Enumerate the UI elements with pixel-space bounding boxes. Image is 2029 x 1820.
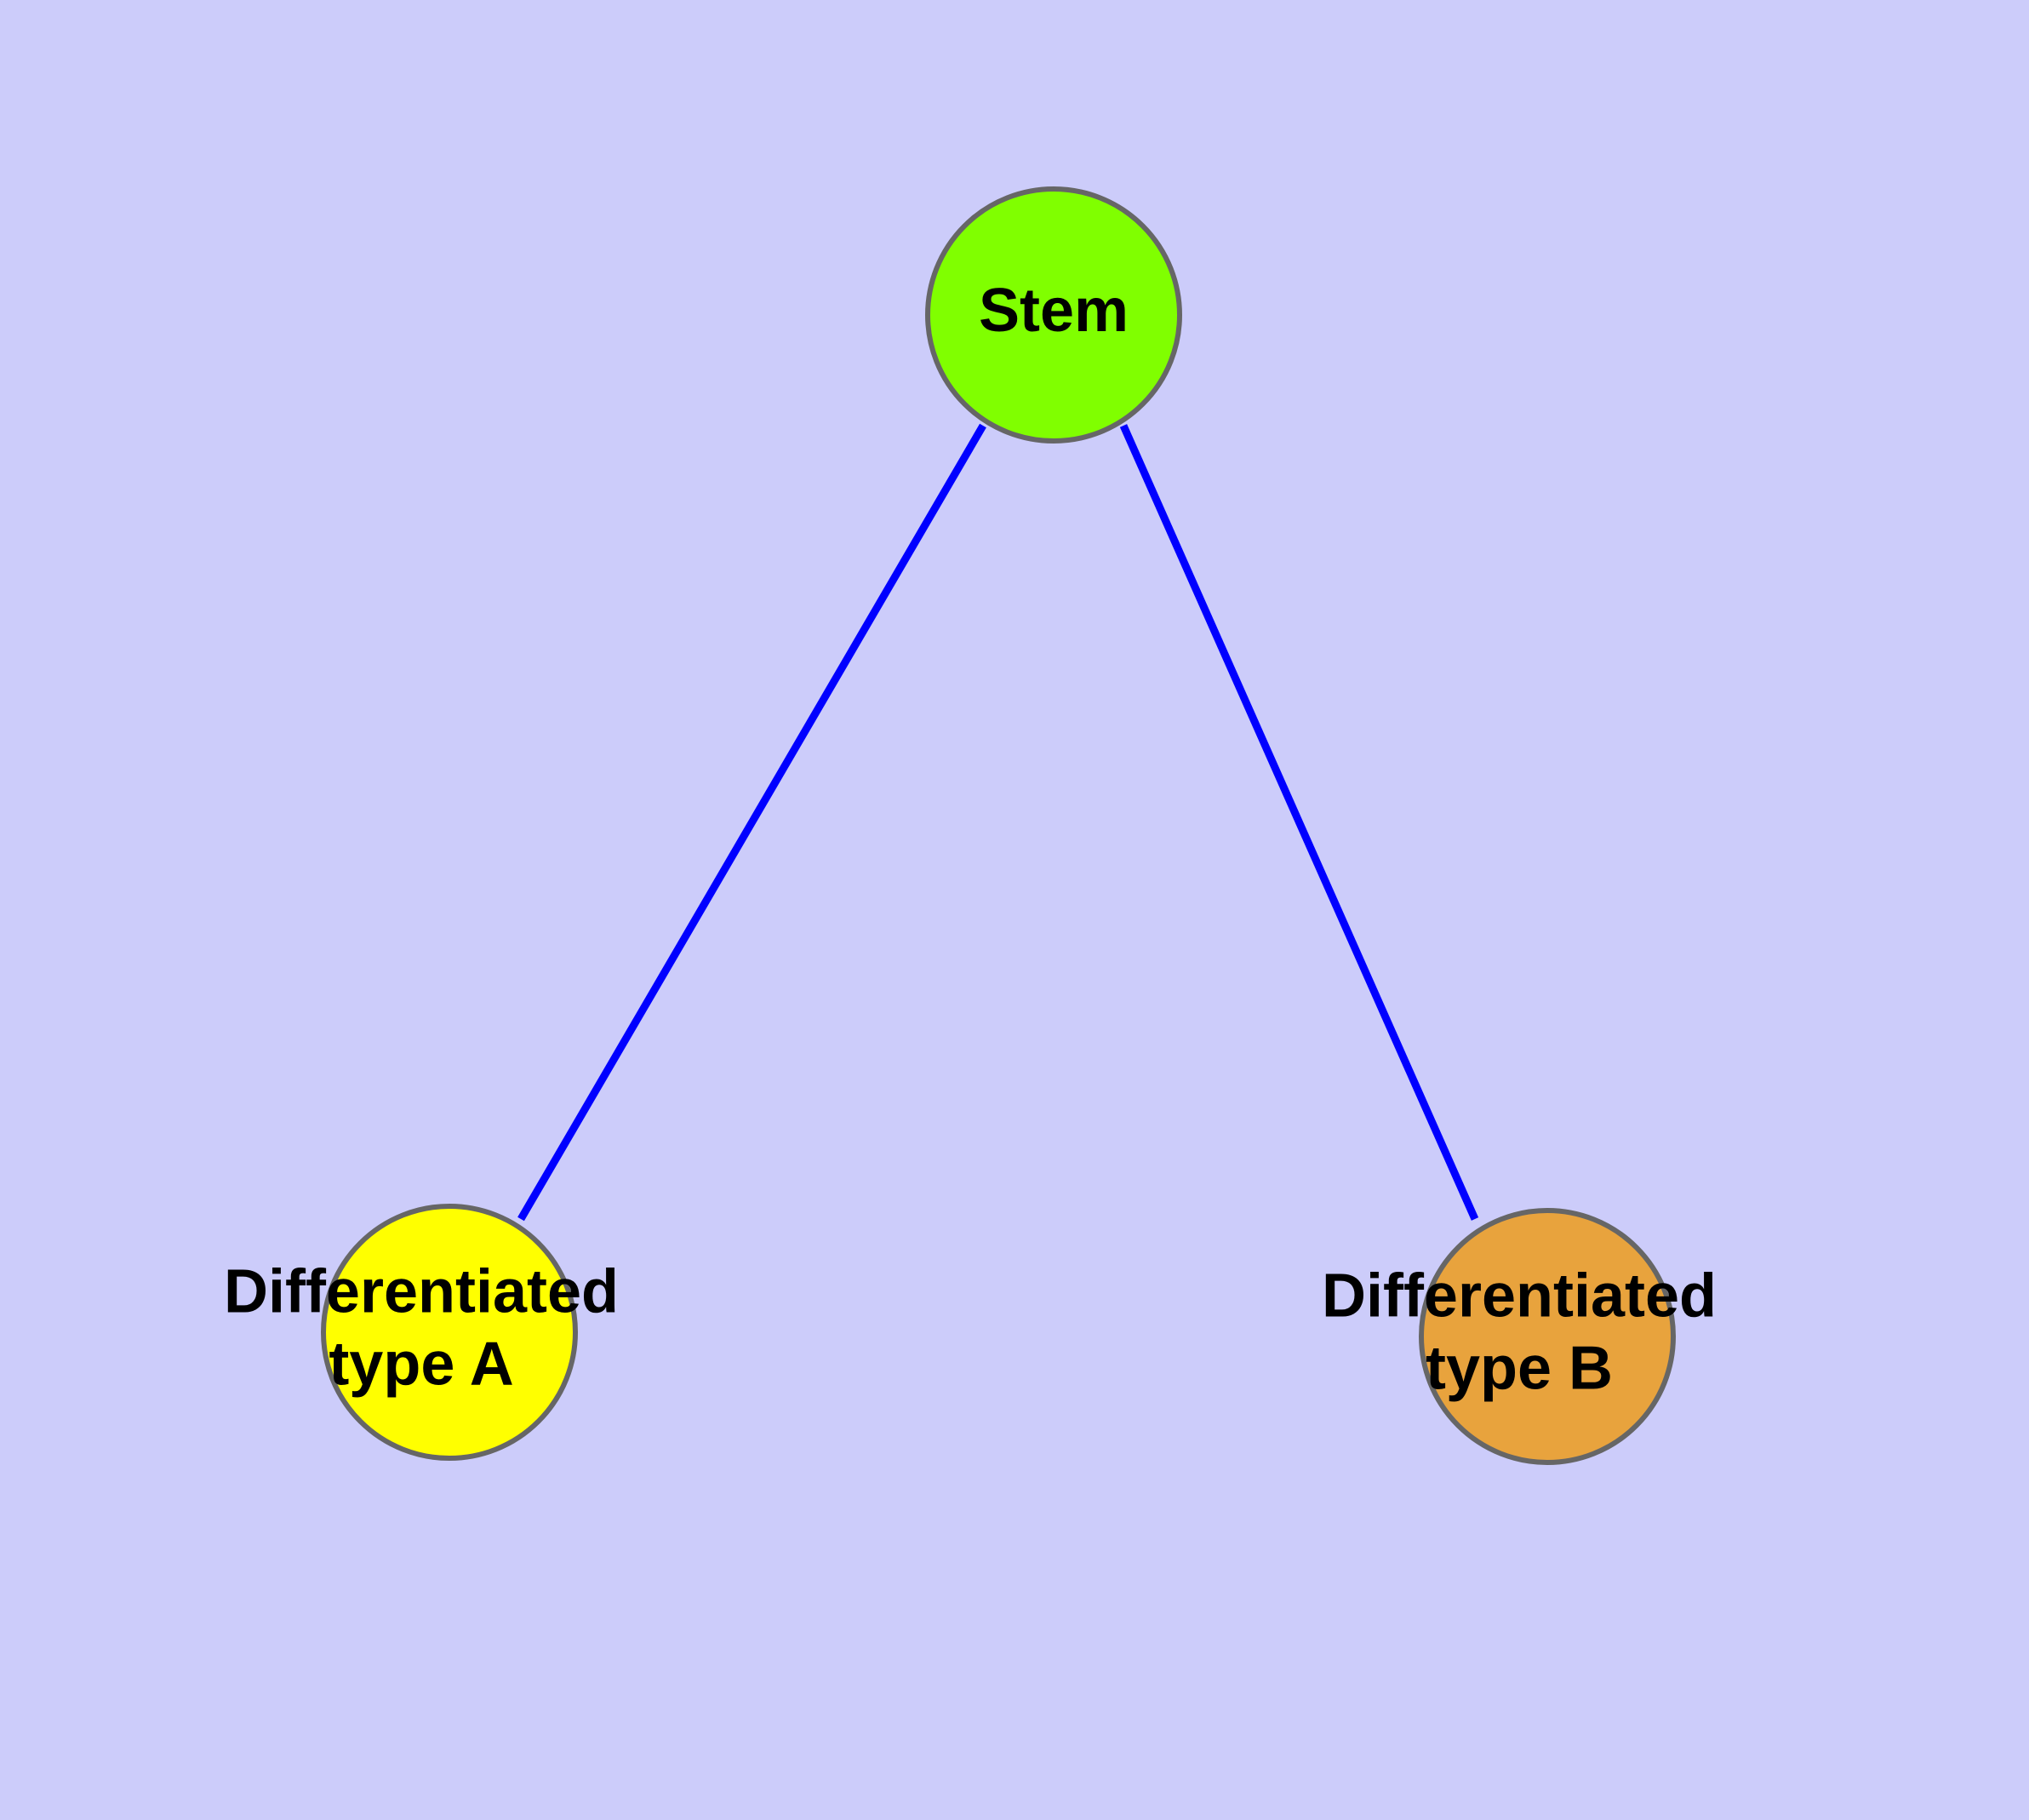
node-label-stem: Stem — [979, 277, 1129, 345]
edges-layer — [517, 423, 1479, 1222]
edge-stem-to-b[interactable] — [1119, 424, 1479, 1221]
node-diff-a[interactable] — [321, 1204, 578, 1461]
node-diff-b[interactable] — [1419, 1208, 1676, 1465]
nodes-layer — [321, 186, 1676, 1465]
node-label-line: type B — [1426, 1334, 1613, 1402]
node-label-line: type A — [329, 1330, 513, 1398]
edge-stem-to-a[interactable] — [517, 423, 986, 1222]
node-label-line: Differentiated — [1322, 1262, 1717, 1331]
node-label-line: Stem — [979, 277, 1129, 345]
node-label-line: Differentiated — [224, 1258, 619, 1326]
node-stem[interactable] — [925, 186, 1182, 444]
